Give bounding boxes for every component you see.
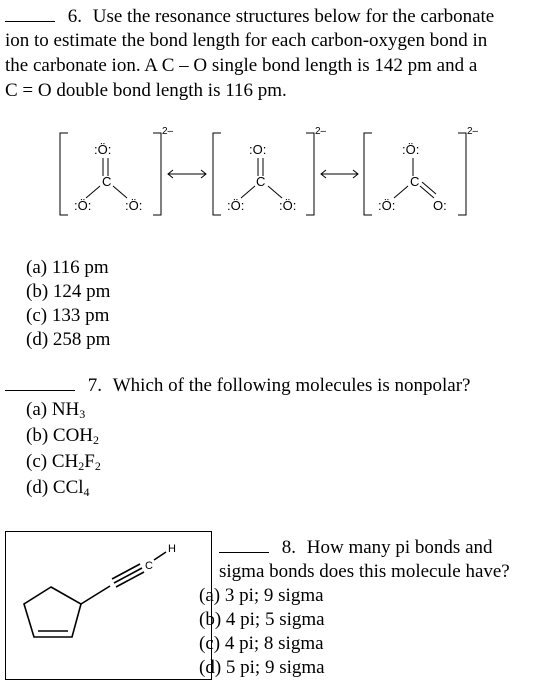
q8-option-b[interactable]: (b) 4 pi; 5 sigma <box>199 609 325 630</box>
carbon-1: C <box>102 174 111 189</box>
q7-option-a[interactable]: (a) NH3 <box>26 399 86 421</box>
bracket-left-1 <box>59 132 68 216</box>
q6-option-a[interactable]: (a) 116 pm <box>26 257 109 278</box>
charge-1: 2– <box>162 126 174 137</box>
q6-text-line-2: ion to estimate the bond length for each… <box>5 30 488 51</box>
bracket-right-2 <box>306 132 315 216</box>
oxygen-left-2: :Ö: <box>227 198 244 213</box>
q8-line-1: 8. How many pi bonds and <box>219 535 493 560</box>
answer-blank-q6[interactable] <box>5 4 55 22</box>
charge-3: 2– <box>467 126 479 137</box>
oxygen-right-1: :Ö: <box>125 198 142 213</box>
oxygen-top-3: :Ö: <box>402 142 419 157</box>
q7-line: 7. Which of the following molecules is n… <box>5 373 471 398</box>
atom-h: H <box>168 543 176 555</box>
molecule-box: C H <box>5 531 212 680</box>
resonance-arrow-2 <box>320 169 359 179</box>
q7-number: 7. <box>87 375 102 396</box>
oxygen-left-1: :Ö: <box>74 198 91 213</box>
q8-option-c[interactable]: (c) 4 pi; 8 sigma <box>199 633 324 654</box>
q7-option-b[interactable]: (b) COH2 <box>26 425 100 447</box>
oxygen-left-3: :Ö: <box>378 198 395 213</box>
q6-text-line-3: the carbonate ion. A C – O single bond l… <box>5 55 478 76</box>
carbon-3: C <box>410 174 419 189</box>
q6-text-line-4: C = O double bond length is 116 pm. <box>5 80 287 101</box>
cyclopentene-alkyne-molecule: C H <box>23 543 176 638</box>
q6-number: 6. <box>67 6 82 27</box>
charge-2: 2– <box>315 126 327 137</box>
bracket-right-1 <box>153 132 162 216</box>
q8-number: 8. <box>281 537 296 558</box>
q6-option-c[interactable]: (c) 133 pm <box>26 305 110 326</box>
oxygen-right-2: :Ö: <box>279 198 296 213</box>
q6-text-line-1: Use the resonance structures below for t… <box>92 6 495 27</box>
q8-text-line-2: sigma bonds does this molecule have? <box>219 561 510 582</box>
q6-line-1: 6. Use the resonance structures below fo… <box>5 4 494 29</box>
q8-option-d[interactable]: (d) 5 pi; 9 sigma <box>199 657 325 678</box>
carbonate-resonance-structures: :Ö: C :Ö: :Ö: 2– :O: C :Ö: :Ö: 2– :Ö: C … <box>59 126 479 216</box>
resonance-arrow-1 <box>167 169 207 179</box>
q7-text: Which of the following molecules is nonp… <box>112 375 471 396</box>
q6-option-b[interactable]: (b) 124 pm <box>26 281 111 302</box>
q8-option-a[interactable]: (a) 3 pi; 9 sigma <box>199 585 324 606</box>
oxygen-right-3: O: <box>433 198 447 213</box>
bracket-left-3 <box>363 132 372 216</box>
bracket-right-3 <box>458 132 467 216</box>
oxygen-top-2: :O: <box>249 142 266 157</box>
answer-blank-q7[interactable] <box>5 373 75 391</box>
bracket-left-2 <box>212 132 221 216</box>
q8-text-line-1: How many pi bonds and <box>306 537 493 558</box>
answer-blank-q8[interactable] <box>219 535 269 553</box>
q7-option-c[interactable]: (c) CH2F2 <box>26 451 101 473</box>
atom-c: C <box>145 560 153 572</box>
oxygen-top-1: :Ö: <box>94 142 111 157</box>
carbon-2: C <box>256 174 265 189</box>
q6-option-d[interactable]: (d) 258 pm <box>26 329 111 350</box>
q7-option-d[interactable]: (d) CCl4 <box>26 477 90 499</box>
